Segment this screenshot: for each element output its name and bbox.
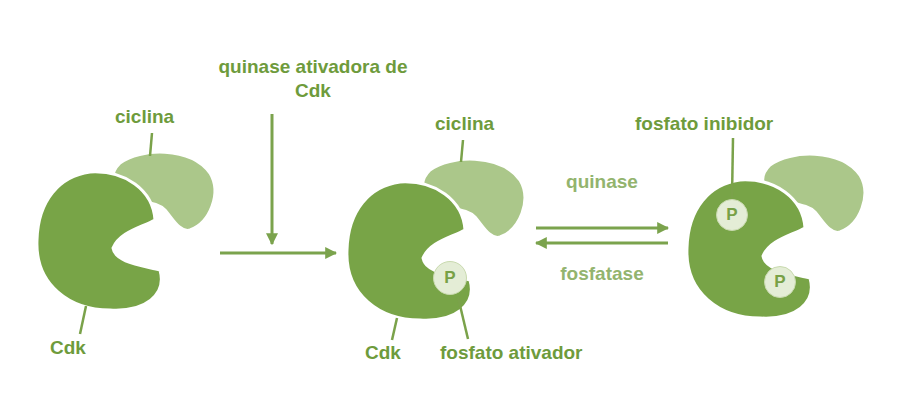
phosphate-label: P [726,205,737,225]
cdk-shape [37,172,161,310]
complex-region: ciclinaCdk [30,140,216,330]
part-label: Cdk [365,341,401,365]
complex-region: ciclinaCdkP [340,145,532,335]
reaction-arrow [220,252,336,255]
kinase-arrow [271,114,274,244]
annotation-label: fosfato ativador [440,341,583,365]
reaction-arrow [536,242,668,245]
part-label: ciclina [435,112,494,136]
reaction-label: quinase [564,170,640,194]
part-label: Cdk [50,336,86,360]
reaction-label: fosfatase [558,262,645,286]
part-label: fosfato inibidor [635,112,773,136]
leader-lines [80,133,733,340]
complex-region: fosfato inibidorPP [672,140,870,330]
cdk-shape [347,182,471,320]
phosphate-label: P [444,268,455,288]
phosphate-circle: P [433,261,467,295]
phosphate-circle: P [764,266,796,298]
phosphate-label: P [774,272,785,292]
part-label: ciclina [115,105,174,129]
reaction-arrow [536,227,668,230]
cdk-shape [687,180,811,318]
annotation-label: quinase ativadora de Cdk [203,55,423,103]
phosphate-circle: P [716,199,748,231]
